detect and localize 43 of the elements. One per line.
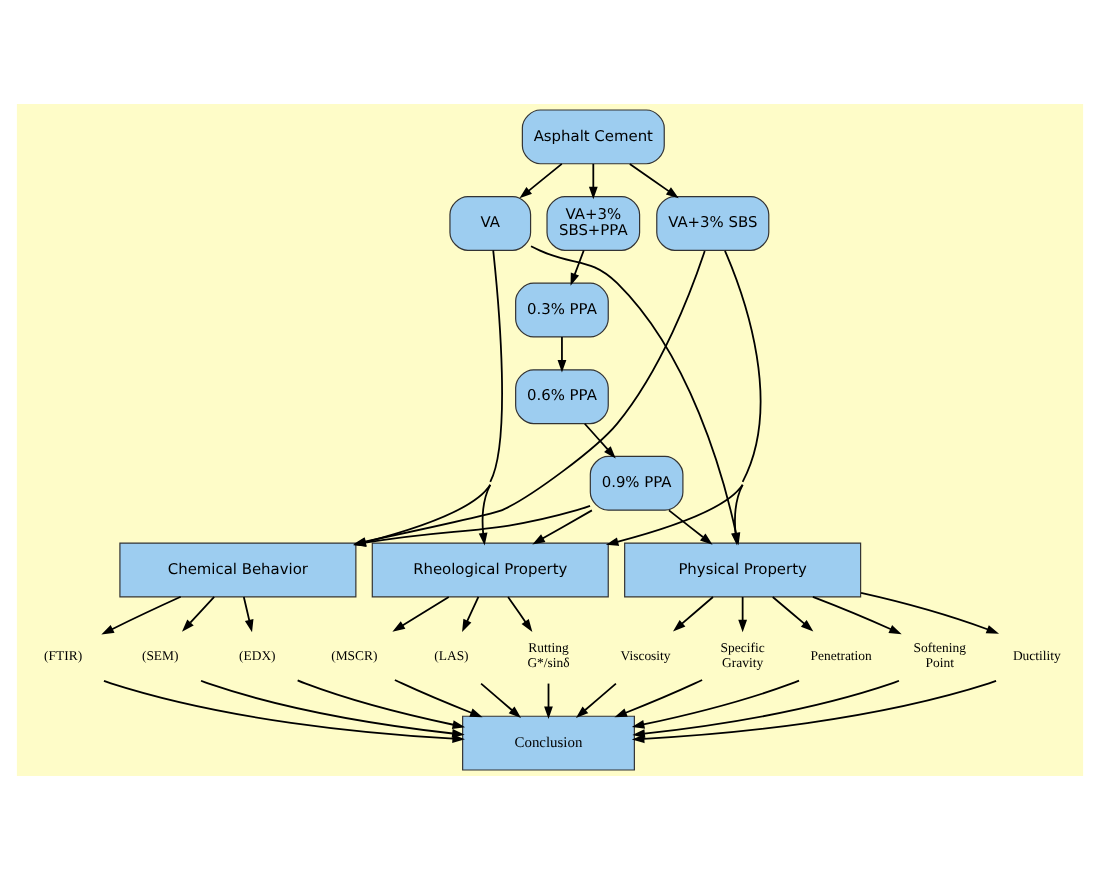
arrow: [478, 483, 492, 546]
arrow: [530, 245, 741, 546]
node-box: 0.6% PPA: [515, 369, 609, 425]
arrow: [532, 509, 593, 545]
arrow: [631, 679, 800, 729]
arrow: [392, 596, 450, 632]
arrow: [588, 163, 598, 200]
node-box: Rheological Property: [371, 542, 609, 598]
arrow: [519, 163, 563, 199]
arrow: [242, 596, 254, 633]
node-box: VA+3% SBS: [656, 196, 770, 251]
arrow: [544, 682, 553, 719]
arrow: [394, 679, 483, 718]
node-box: Chemical Behavior: [119, 542, 357, 598]
arrow: [101, 595, 182, 635]
node-box: Physical Property: [624, 542, 862, 598]
arrow: [200, 679, 465, 738]
arrow: [771, 596, 814, 632]
arrow: [181, 596, 216, 632]
arrow: [507, 596, 533, 632]
arrow: [575, 682, 617, 719]
arrow: [557, 336, 567, 373]
node-box: VA: [449, 196, 532, 251]
node-box: 0.3% PPA: [515, 282, 609, 338]
arrow: [462, 596, 480, 633]
arrow: [738, 596, 748, 633]
node-box: VA+3% SBS+PPA: [546, 196, 641, 251]
node-box: Conclusion: [462, 715, 635, 771]
arrow: [673, 596, 714, 632]
arrow: [103, 679, 465, 744]
arrow: [480, 682, 522, 719]
arrow: [628, 163, 679, 199]
arrow: [731, 483, 744, 546]
node-box: 0.9% PPA: [589, 455, 684, 511]
arrow: [860, 592, 1000, 634]
arrow: [614, 679, 704, 718]
node-box: Asphalt Cement: [521, 109, 665, 165]
arrow: [668, 509, 713, 545]
arrow: [583, 422, 616, 459]
arrow: [811, 595, 902, 635]
arrow: [296, 679, 466, 729]
arrow: [605, 249, 762, 546]
arrow: [570, 249, 585, 286]
